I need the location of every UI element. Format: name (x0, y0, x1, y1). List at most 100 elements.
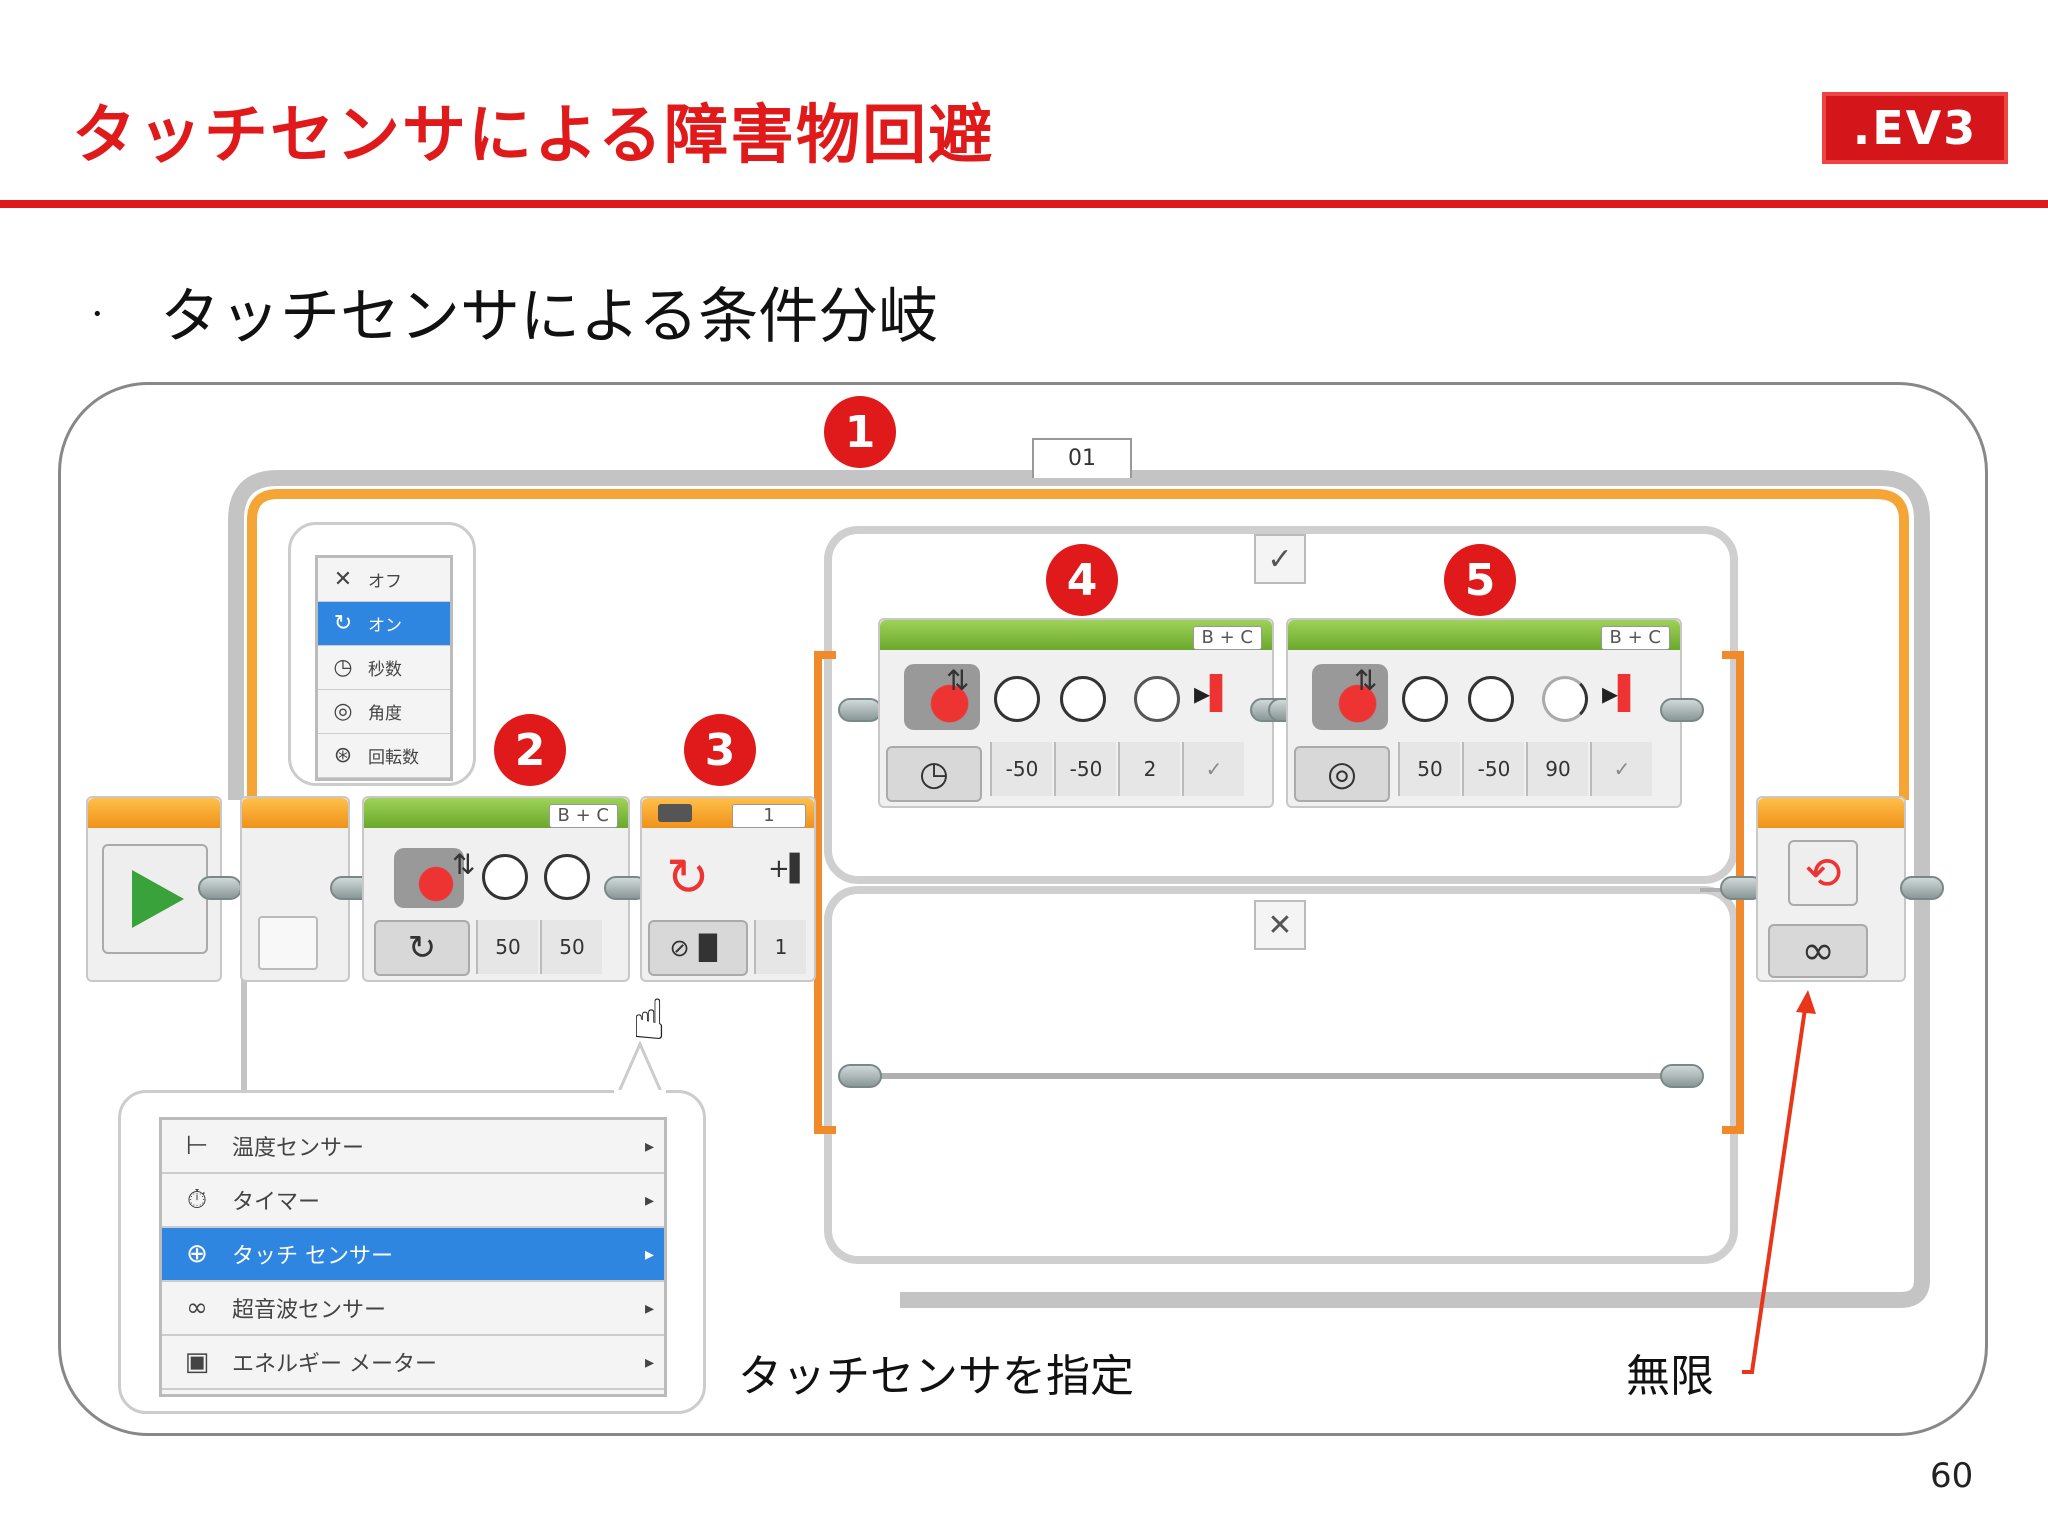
connector (1900, 876, 1944, 900)
energy-meter-icon: ▣ (184, 1347, 210, 1377)
sensor-menu-item-touch[interactable]: ⊕タッチ センサー▸ (162, 1228, 664, 1282)
connector (1660, 698, 1704, 722)
move-tank-block-main[interactable]: B + C ⇅ ↻ 50 50 (362, 796, 630, 982)
sensor-menu-balloon: ⊢温度センサー▸ ⏱タイマー▸ ⊕タッチ センサー▸ ∞超音波センサー▸ ▣エネ… (118, 1090, 706, 1414)
param-degrees[interactable]: 90 (1526, 742, 1588, 796)
sensor-menu-item-energy-meter[interactable]: ▣エネルギー メーター▸ (162, 1336, 664, 1390)
loop-mode-unlimited-button[interactable]: ∞ (1768, 924, 1868, 978)
start-block[interactable] (86, 796, 222, 982)
port-label[interactable]: B + C (1192, 626, 1262, 650)
param-power-left[interactable]: -50 (990, 742, 1052, 796)
close-icon: ✕ (333, 567, 353, 592)
marker-4: 4 (1046, 544, 1118, 616)
bullet-text: タッチセンサによる条件分岐 (160, 282, 939, 352)
mode-menu-balloon: ✕オフ ↻オン ◷秒数 ◎角度 ⊛回転数 (288, 522, 476, 786)
start-block-header (88, 798, 220, 828)
caption-infinite: 無限 (1626, 1351, 1714, 1402)
tank-motor-icon (1312, 664, 1388, 730)
mode-degrees-button[interactable]: ◎ (1294, 746, 1390, 802)
param-power-right[interactable]: -50 (1054, 742, 1116, 796)
hand-pointer-icon: ☝ (632, 988, 667, 1053)
connector (838, 698, 882, 722)
submenu-arrow-icon: ▸ (644, 1297, 654, 1319)
switch-view-icon[interactable] (658, 804, 692, 822)
submenu-arrow-icon: ▸ (644, 1243, 654, 1265)
compare-icon: +▌ (768, 854, 810, 884)
program-screenshot-frame (58, 382, 1988, 1436)
title-rule (0, 200, 2048, 208)
mode-menu-item-degrees[interactable]: ◎角度 (318, 690, 450, 734)
ev3-logo: .EV3 (1822, 92, 2008, 164)
power-gauge-icon (1468, 676, 1514, 722)
switch-case-false-tab[interactable]: ✕ (1254, 900, 1306, 950)
switch-param[interactable]: 1 (754, 920, 806, 974)
loop-end-block[interactable]: ⟲ ∞ (1756, 796, 1906, 982)
sensor-menu-item-ultrasonic[interactable]: ∞超音波センサー▸ (162, 1282, 664, 1336)
rotate-icon: ↻ (333, 611, 353, 636)
mode-menu-item-off[interactable]: ✕オフ (318, 558, 450, 602)
play-icon[interactable] (102, 844, 208, 954)
caption-touch-sensor: タッチセンサを指定 (738, 1351, 1134, 1402)
rotations-icon: ⊛ (333, 743, 353, 768)
steering-icon: ⇅ (946, 664, 970, 697)
switch-block[interactable]: 1 ↻ +▌ ⊘▐▌ 1 (640, 796, 816, 982)
sensor-menu[interactable]: ⊢温度センサー▸ ⏱タイマー▸ ⊕タッチ センサー▸ ∞超音波センサー▸ ▣エネ… (159, 1117, 667, 1397)
marker-3: 3 (684, 714, 756, 786)
bullet-dot: • (92, 304, 103, 325)
mode-seconds-button[interactable]: ◷ (886, 746, 982, 802)
power-gauge-icon (544, 854, 590, 900)
move-tank-block-back[interactable]: B + C ⇅ ▸▌ ◷ -50 -50 2 ✓ (878, 618, 1274, 808)
submenu-arrow-icon: ▸ (644, 1135, 654, 1157)
brake-icon: ▸▌ (1602, 674, 1643, 712)
ultrasonic-sensor-icon: ∞ (186, 1293, 208, 1323)
tank-motor-icon (394, 848, 464, 908)
power-gauge-icon (1060, 676, 1106, 722)
mode-menu-item-on[interactable]: ↻オン (318, 602, 450, 646)
touch-sensor-icon: ⊕ (186, 1239, 208, 1269)
marker-2: 2 (494, 714, 566, 786)
steering-icon: ⇅ (452, 848, 476, 881)
power-gauge-icon (994, 676, 1040, 722)
port-label[interactable]: B + C (1600, 626, 1670, 650)
page-number: 60 (1930, 1456, 1974, 1496)
connector (838, 1064, 882, 1088)
degrees-gauge-icon (1542, 676, 1588, 722)
param-power-right[interactable]: -50 (1462, 742, 1524, 796)
sensor-menu-item-timer[interactable]: ⏱タイマー▸ (162, 1174, 664, 1228)
param-power-left[interactable]: 50 (1398, 742, 1460, 796)
mode-menu-item-rotations[interactable]: ⊛回転数 (318, 734, 450, 778)
mode-menu[interactable]: ✕オフ ↻オン ◷秒数 ◎角度 ⊛回転数 (315, 555, 453, 781)
switch-case-true-tab[interactable]: ✓ (1254, 534, 1306, 584)
param-power-left[interactable]: 50 (476, 920, 538, 974)
timer-gauge-icon (1134, 676, 1180, 722)
loop-tab-icon (258, 916, 318, 970)
submenu-arrow-icon: ▸ (644, 1351, 654, 1373)
steering-icon: ⇅ (1354, 664, 1378, 697)
slide-title: タッチセンサによる障害物回避 (72, 99, 995, 173)
brake-icon: ▸▌ (1194, 674, 1235, 712)
submenu-arrow-icon: ▸ (644, 1189, 654, 1211)
loop-icon: ⟲ (1788, 840, 1858, 906)
touch-sensor-icon: ↻ (666, 848, 710, 908)
param-brake[interactable]: ✓ (1182, 742, 1244, 796)
sensor-mode-button[interactable]: ⊘▐▌ (648, 920, 748, 976)
mode-menu-item-seconds[interactable]: ◷秒数 (318, 646, 450, 690)
param-seconds[interactable]: 2 (1118, 742, 1180, 796)
port-label[interactable]: B + C (548, 804, 618, 828)
temperature-sensor-icon: ⊢ (185, 1131, 209, 1161)
mode-selector-button[interactable]: ↻ (374, 920, 470, 976)
power-gauge-icon (1402, 676, 1448, 722)
loop-name-label[interactable]: 01 (1032, 438, 1132, 478)
tank-motor-icon (904, 664, 980, 730)
switch-port-label[interactable]: 1 (732, 804, 806, 828)
marker-1: 1 (824, 396, 896, 468)
move-tank-block-turn[interactable]: B + C ⇅ ▸▌ ◎ 50 -50 90 ✓ (1286, 618, 1682, 808)
connector (1660, 1064, 1704, 1088)
param-power-right[interactable]: 50 (540, 920, 602, 974)
timer-icon: ◷ (333, 655, 353, 680)
sensor-menu-item-temperature[interactable]: ⊢温度センサー▸ (162, 1120, 664, 1174)
marker-5: 5 (1444, 544, 1516, 616)
balloon-pointer (614, 1040, 666, 1096)
param-brake[interactable]: ✓ (1590, 742, 1652, 796)
